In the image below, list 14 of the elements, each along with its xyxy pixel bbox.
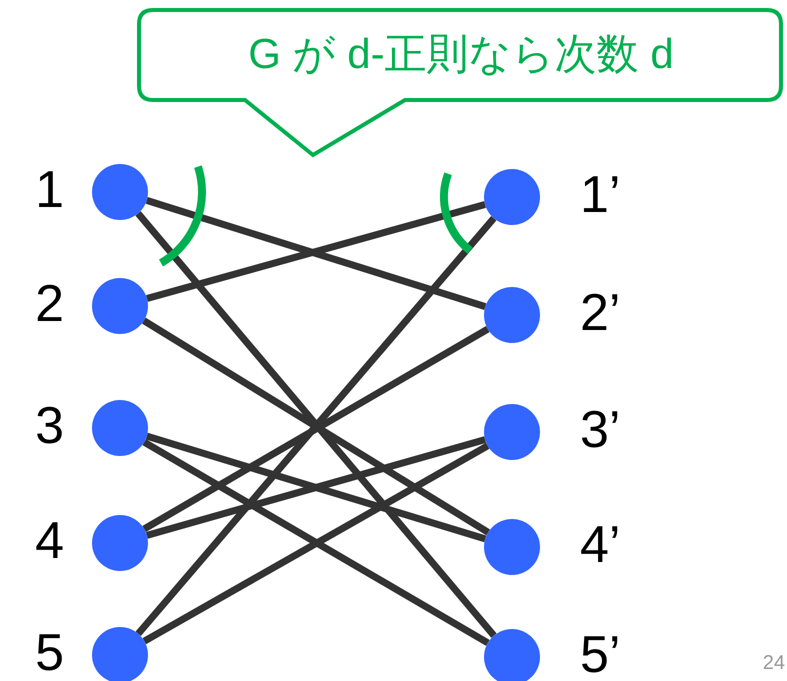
vertex-label: 4’ — [580, 515, 620, 575]
vertex-dot — [484, 629, 540, 681]
vertex-label: 2 — [35, 274, 64, 334]
vertex-label: 5’ — [580, 625, 620, 681]
page-number: 24 — [762, 652, 785, 675]
vertex-label: 2’ — [580, 283, 620, 343]
vertex-label: 5 — [35, 623, 64, 681]
callout-text: G が d-正則なら次数 d — [248, 30, 674, 77]
vertex-label: 4 — [35, 511, 64, 571]
vertex-label: 1’ — [580, 165, 620, 225]
vertex-label: 3 — [35, 396, 64, 456]
vertex-dot — [92, 627, 148, 681]
vertex-label: 1 — [35, 160, 64, 220]
vertex-label: 3’ — [580, 400, 620, 460]
